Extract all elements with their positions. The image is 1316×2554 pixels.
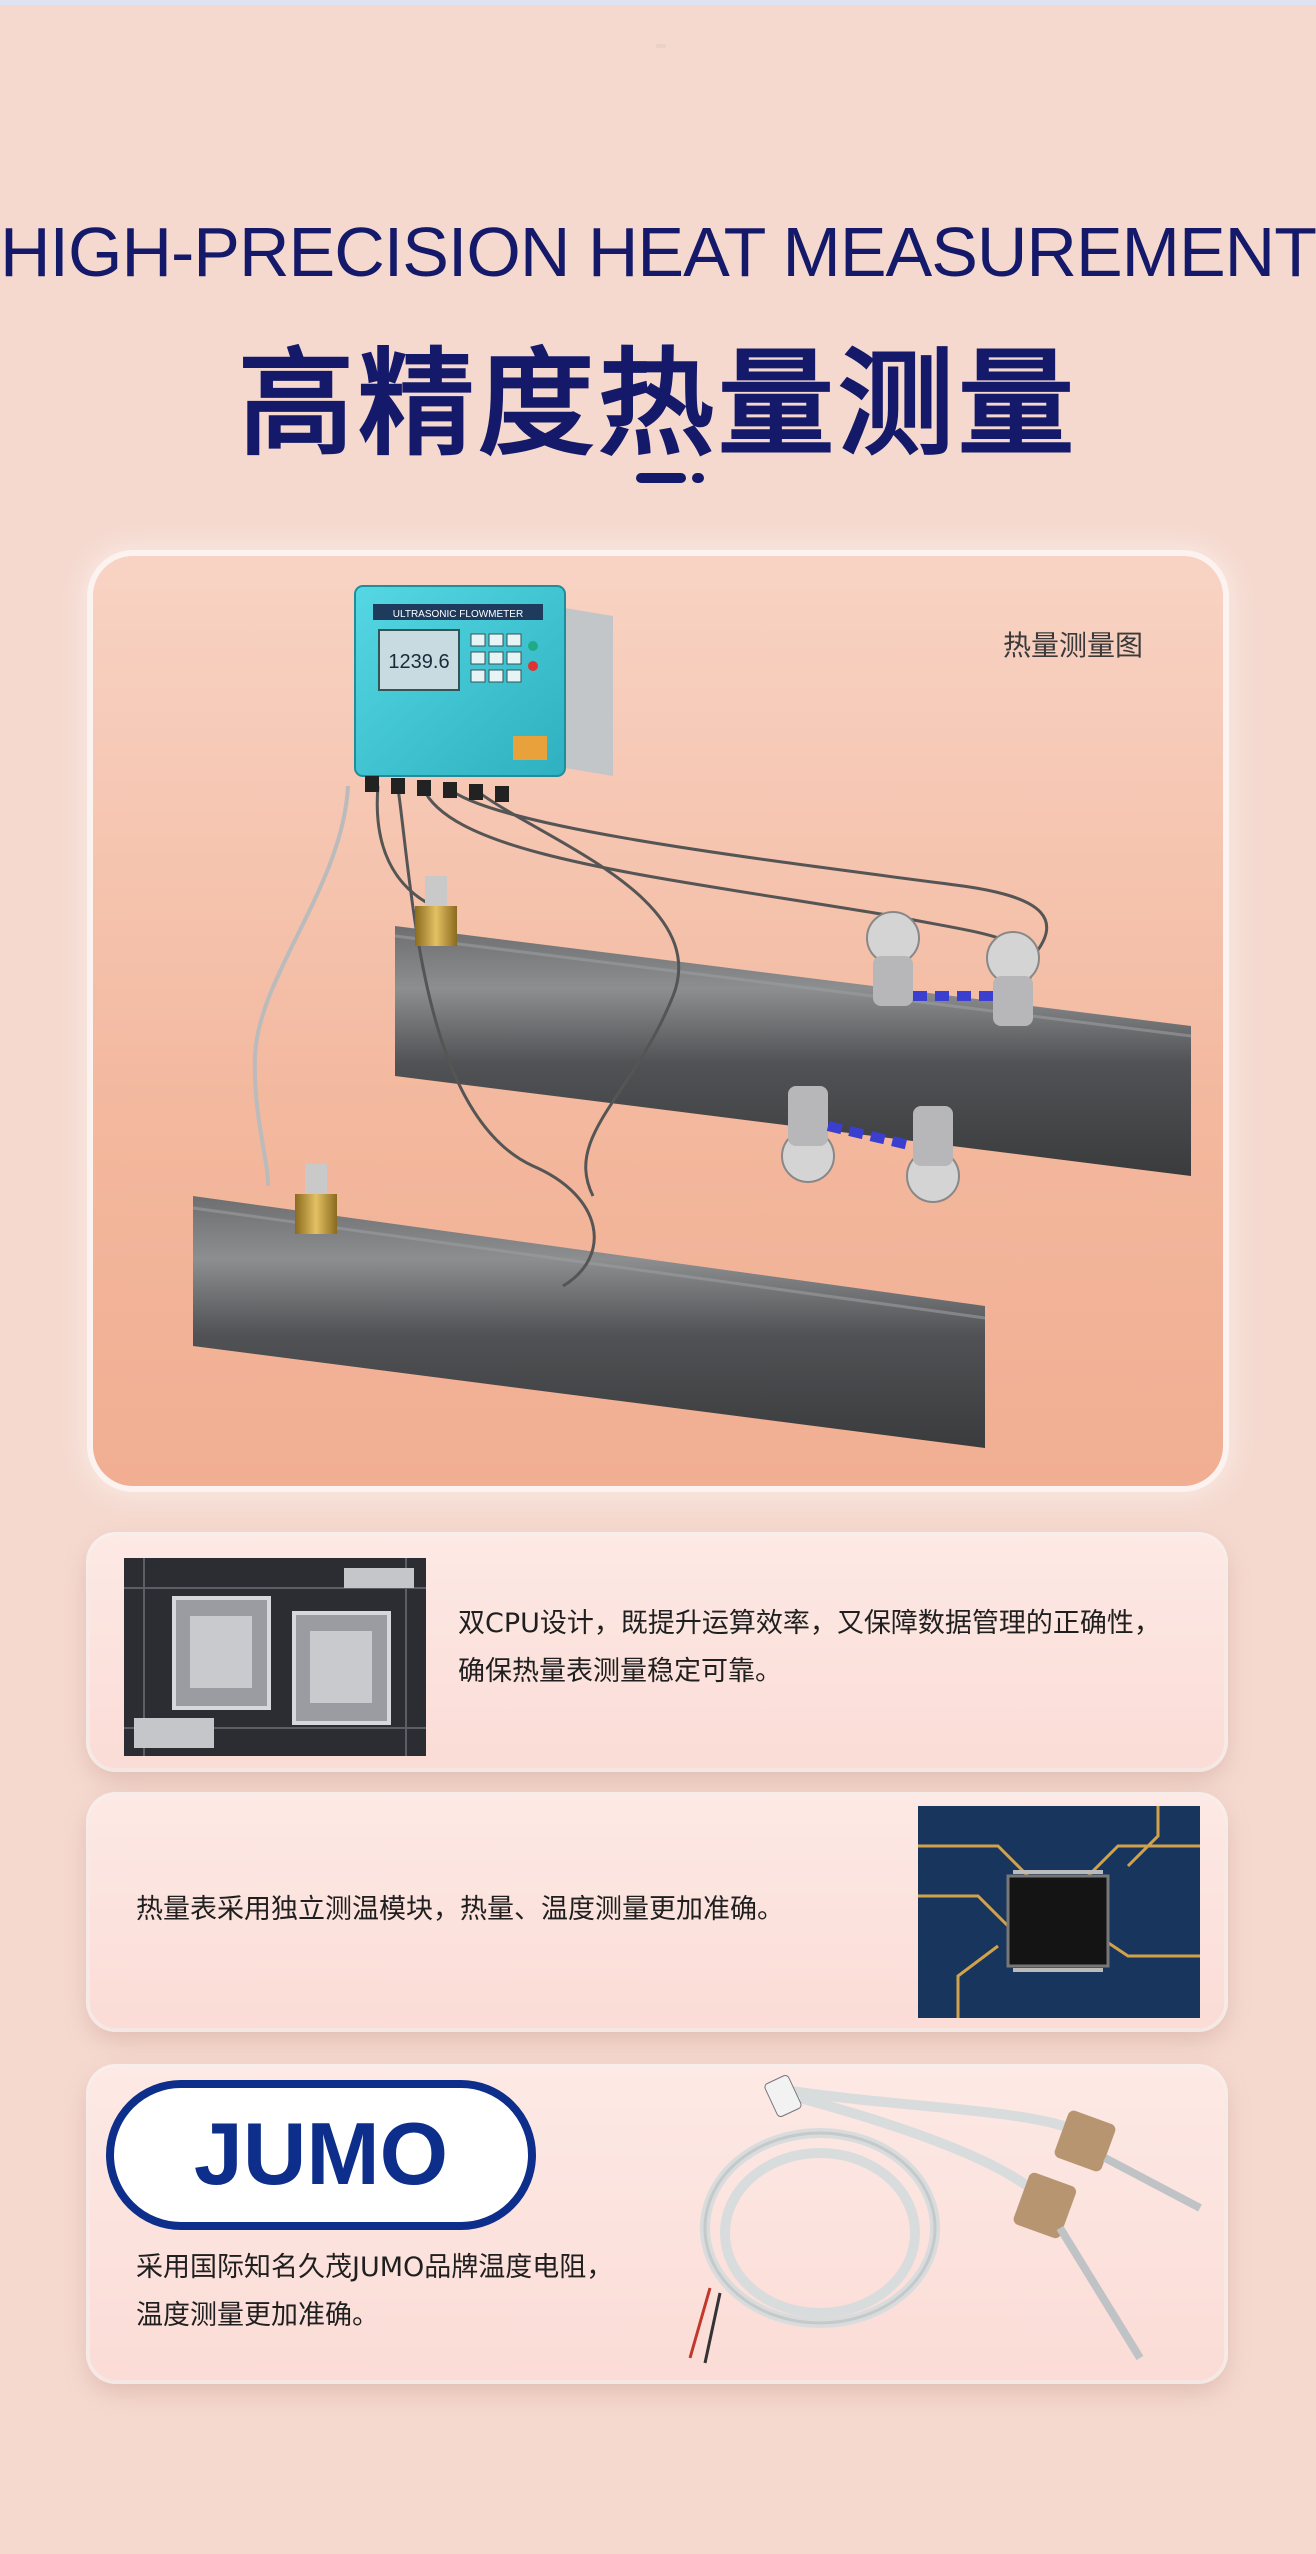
feature-text-jumo-sensor: 采用国际知名久茂JUMO品牌温度电阻， 温度测量更加准确。 [136, 2244, 613, 2340]
transducer-pair-upper [866, 911, 1040, 1026]
feature-line: 热量表采用独立测温模块，热量、温度测量更加准确。 [136, 1894, 784, 1925]
heat-measurement-diagram: 热量测量图 [93, 556, 1223, 1486]
svg-text:1239.6: 1239.6 [388, 651, 449, 673]
svg-text:JUMO: JUMO [194, 2104, 448, 2203]
circuit-chip-image [918, 1806, 1200, 2018]
feature-line: 温度测量更加准确。 [136, 2300, 379, 2331]
pipe-installation-illustration: ULTRASONIC FLOWMETER 1239.6 [192, 585, 1192, 1448]
temperature-sensor-lower [295, 1164, 337, 1234]
top-marker [656, 44, 666, 48]
title-english: HIGH-PRECISION HEAT MEASUREMENT [0, 213, 1316, 291]
feature-card-jumo-sensor: JUMO 采用国际知名久茂JUMO品牌温度电阻， 温度测量更加准确。 [90, 2068, 1224, 2380]
ultrasonic-flowmeter-device: ULTRASONIC FLOWMETER 1239.6 [354, 585, 613, 802]
feature-line: 确保热量表测量稳定可靠。 [458, 1656, 782, 1687]
feature-line: 采用国际知名久茂JUMO品牌温度电阻， [136, 2252, 614, 2283]
svg-text:ULTRASONIC FLOWMETER: ULTRASONIC FLOWMETER [393, 609, 523, 620]
diagram-caption: 热量测量图 [1002, 629, 1143, 662]
jumo-logo: JUMO [106, 2080, 536, 2230]
feature-line: 双CPU设计，既提升运算效率，又保障数据管理的正确性， [458, 1608, 1161, 1639]
feature-text-dual-cpu: 双CPU设计，既提升运算效率，又保障数据管理的正确性， 确保热量表测量稳定可靠。 [458, 1600, 1161, 1696]
feature-card-temperature-module: 热量表采用独立测温模块，热量、温度测量更加准确。 [90, 1796, 1224, 2028]
cpu-board-image [124, 1558, 426, 1756]
temperature-sensor-upper [415, 876, 457, 946]
title-chinese: 高精度热量测量 [238, 337, 1078, 472]
title-divider-icon [636, 473, 704, 483]
temperature-sensor-image [688, 2075, 1202, 2364]
top-edge-bar [0, 0, 1316, 5]
transducer-pair-lower [781, 1086, 960, 1203]
feature-text-temperature-module: 热量表采用独立测温模块，热量、温度测量更加准确。 [136, 1886, 784, 1934]
upper-pipe [395, 926, 1191, 1176]
lower-pipe [193, 1196, 985, 1448]
feature-card-dual-cpu: 双CPU设计，既提升运算效率，又保障数据管理的正确性， 确保热量表测量稳定可靠。 [90, 1536, 1224, 1768]
